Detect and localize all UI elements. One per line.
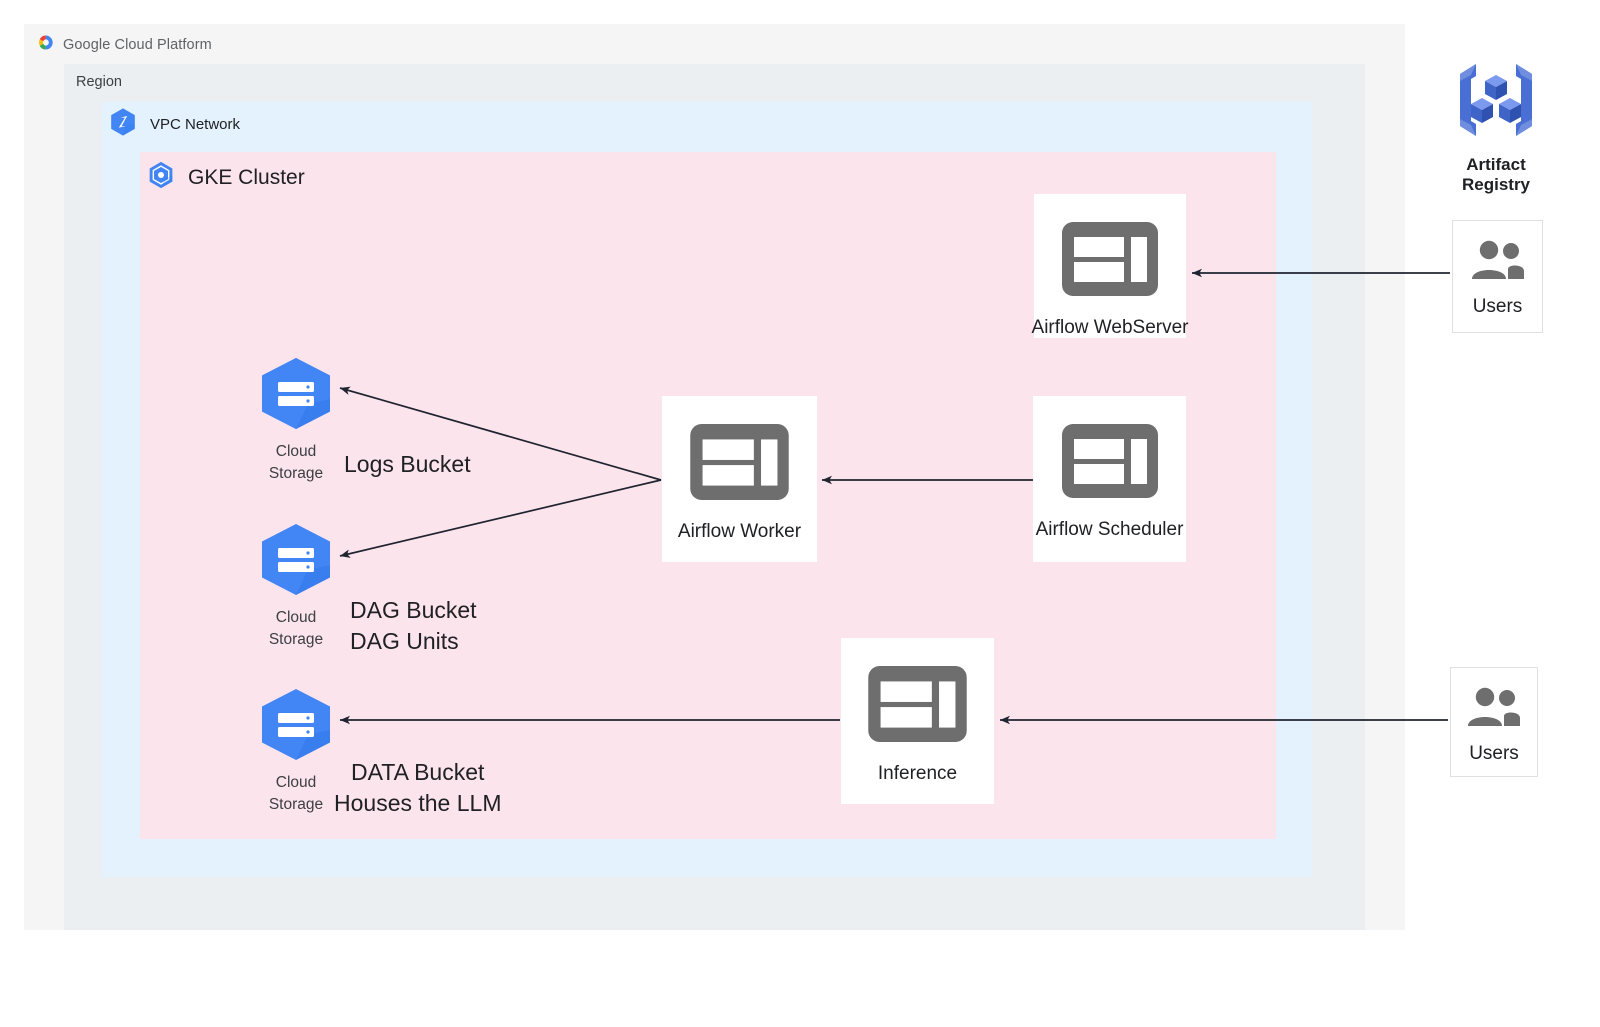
- artifact-registry-icon: [1450, 58, 1542, 147]
- users-icon: [1467, 239, 1529, 288]
- vpc-network-label: VPC Network: [150, 116, 241, 133]
- wordmark-google: Google: [63, 37, 111, 53]
- artifact-registry-label: Artifact Registry: [1461, 155, 1531, 195]
- dag-bucket-note: DAG Bucket DAG Units: [350, 597, 477, 654]
- data-bucket-note: DATA Bucket Houses the LLM: [334, 759, 502, 816]
- cloud-storage-dag-label: Cloud Storage: [268, 609, 324, 649]
- cloud-storage-icon: [256, 355, 336, 437]
- vpc-network-icon: [108, 107, 138, 142]
- gke-cluster-icon: [146, 160, 176, 195]
- airflow-scheduler-label: Airflow Scheduler: [1035, 519, 1184, 540]
- airflow-webserver-label: Airflow WebServer: [1031, 317, 1189, 338]
- gcp-brand-label: Google Cloud Platform: [36, 33, 212, 57]
- node-users-bottom[interactable]: Users: [1450, 667, 1538, 777]
- airflow-worker-label: Airflow Worker: [677, 521, 802, 542]
- node-cloud-storage-data[interactable]: Cloud Storage: [256, 686, 336, 817]
- node-inference[interactable]: Inference: [841, 638, 994, 804]
- logs-bucket-note: Logs Bucket: [344, 451, 471, 477]
- gke-cluster-label-row: GKE Cluster: [146, 160, 305, 195]
- inference-label: Inference: [877, 763, 958, 784]
- users-bottom-label: Users: [1469, 743, 1519, 764]
- node-cloud-storage-logs[interactable]: Cloud Storage: [256, 355, 336, 486]
- node-airflow-scheduler[interactable]: Airflow Scheduler: [1033, 396, 1186, 562]
- gke-cluster-label: GKE Cluster: [188, 165, 305, 189]
- cloud-storage-logs-label: Cloud Storage: [268, 443, 324, 483]
- node-airflow-webserver[interactable]: Airflow WebServer: [1031, 194, 1189, 338]
- node-artifact-registry[interactable]: Artifact Registry: [1437, 58, 1555, 196]
- node-users-top[interactable]: Users: [1452, 220, 1543, 333]
- gcp-wordmark: Google Cloud Platform: [63, 37, 212, 53]
- google-cloud-logo-icon: [36, 33, 55, 57]
- users-top-label: Users: [1472, 296, 1523, 317]
- users-icon: [1463, 686, 1525, 735]
- cloud-storage-icon: [256, 521, 336, 603]
- airflow-webserver-icon: [1060, 220, 1160, 303]
- cloud-storage-data-label: Cloud Storage: [268, 774, 324, 814]
- region-label: Region: [76, 74, 122, 90]
- airflow-worker-icon: [688, 422, 791, 507]
- node-cloud-storage-dag[interactable]: Cloud Storage: [256, 521, 336, 652]
- cloud-storage-icon: [256, 686, 336, 768]
- airflow-scheduler-icon: [1060, 422, 1160, 505]
- vpc-network-label-row: VPC Network: [108, 107, 240, 142]
- inference-icon: [866, 664, 969, 749]
- wordmark-cloud-platform: Cloud Platform: [114, 37, 212, 53]
- node-airflow-worker[interactable]: Airflow Worker: [662, 396, 817, 562]
